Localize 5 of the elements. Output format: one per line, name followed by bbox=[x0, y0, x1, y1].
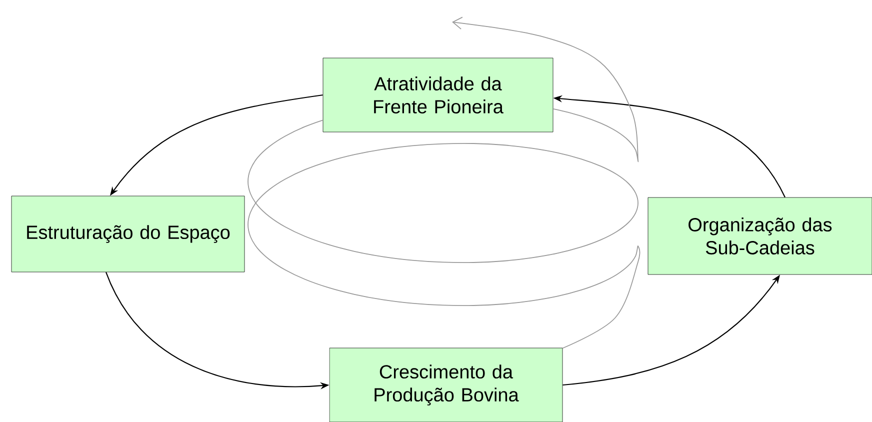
process-box: Estruturação do Espaço bbox=[11, 196, 245, 272]
process-box: Atratividade da Frente Pioneira bbox=[322, 58, 554, 132]
spiral-arrow bbox=[248, 16, 640, 350]
process-box: Organização das Sub-Cadeias bbox=[648, 197, 872, 275]
process-box: Crescimento da Produção Bovina bbox=[329, 348, 563, 422]
